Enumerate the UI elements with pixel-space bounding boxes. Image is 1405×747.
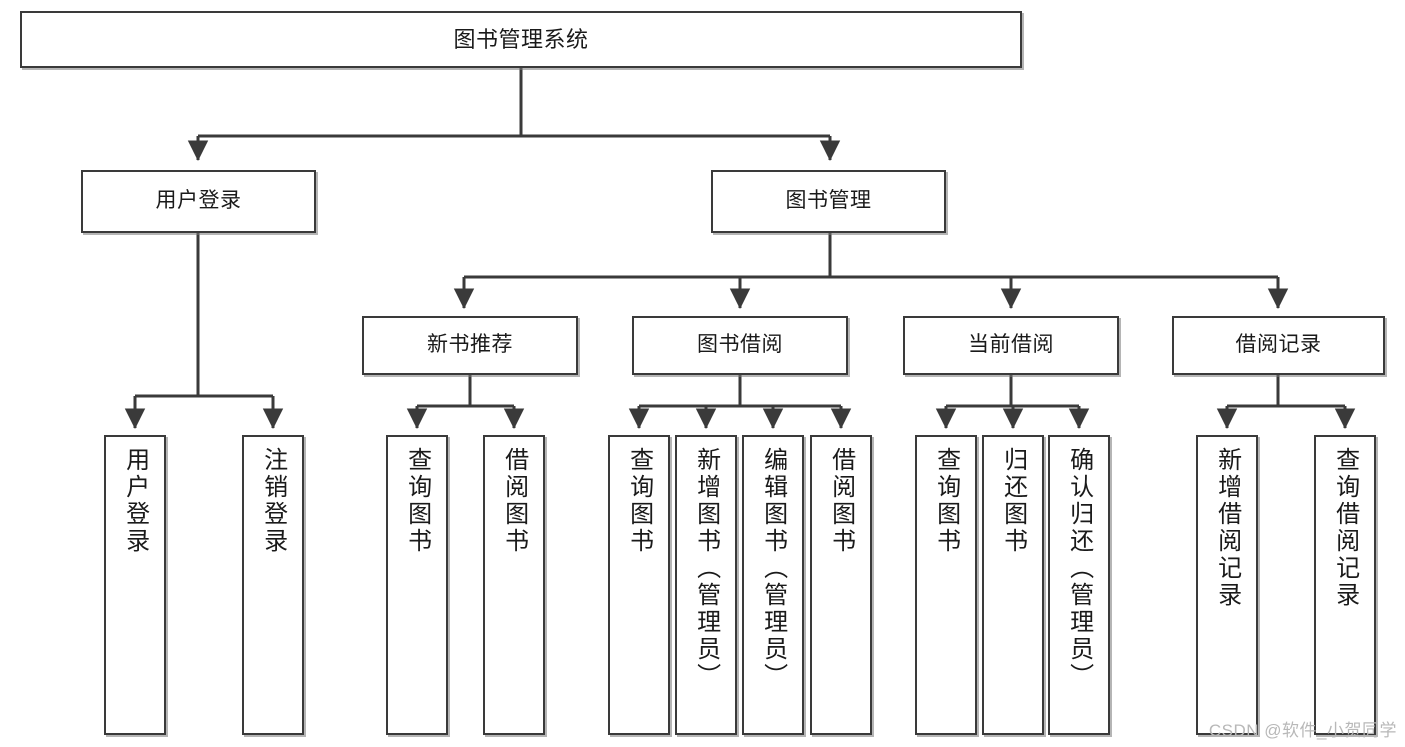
node-borrow-record[interactable]: 借阅记录 bbox=[1172, 316, 1385, 375]
node-leaf-borrow-book-bor[interactable]: 借阅图书 bbox=[810, 435, 872, 735]
node-root-label: 图书管理系统 bbox=[453, 26, 589, 52]
node-leaf-add-record[interactable]: 新增借阅记录 bbox=[1196, 435, 1258, 735]
node-root[interactable]: 图书管理系统 bbox=[20, 11, 1022, 68]
node-book-manage-label: 图书管理 bbox=[785, 189, 872, 213]
node-leaf-query-record-label: 查询借阅记录 bbox=[1331, 447, 1359, 609]
node-borrow-record-label: 借阅记录 bbox=[1235, 333, 1322, 357]
node-leaf-user-login[interactable]: 用户登录 bbox=[104, 435, 166, 735]
node-leaf-confirm-return-label: 确认归还（管理员） bbox=[1065, 447, 1093, 690]
node-leaf-edit-book-label: 编辑图书（管理员） bbox=[759, 447, 787, 690]
node-book-borrow-label: 图书借阅 bbox=[697, 333, 783, 357]
node-user-login[interactable]: 用户登录 bbox=[81, 170, 316, 233]
node-leaf-return-book[interactable]: 归还图书 bbox=[982, 435, 1044, 735]
node-leaf-add-record-label: 新增借阅记录 bbox=[1213, 447, 1241, 609]
node-new-book-recommend-label: 新书推荐 bbox=[427, 333, 513, 357]
watermark-text: CSDN @软件_小贺同学 bbox=[1208, 721, 1397, 740]
node-current-borrow-label: 当前借阅 bbox=[968, 333, 1054, 357]
node-leaf-query-book-rec[interactable]: 查询图书 bbox=[386, 435, 448, 735]
node-leaf-borrow-book-rec-label: 借阅图书 bbox=[500, 447, 528, 555]
node-leaf-borrow-book-bor-label: 借阅图书 bbox=[827, 447, 855, 555]
node-user-login-label: 用户登录 bbox=[155, 189, 242, 213]
node-leaf-add-book-label: 新增图书（管理员） bbox=[692, 447, 720, 690]
node-leaf-query-book-rec-label: 查询图书 bbox=[403, 447, 431, 555]
node-leaf-query-book-bor-label: 查询图书 bbox=[625, 447, 653, 555]
node-leaf-user-login-label: 用户登录 bbox=[121, 447, 149, 555]
node-leaf-borrow-book-rec[interactable]: 借阅图书 bbox=[483, 435, 545, 735]
node-leaf-user-logout[interactable]: 注销登录 bbox=[242, 435, 304, 735]
node-leaf-edit-book[interactable]: 编辑图书（管理员） bbox=[742, 435, 804, 735]
node-leaf-query-book-cur[interactable]: 查询图书 bbox=[915, 435, 977, 735]
node-leaf-query-record[interactable]: 查询借阅记录 bbox=[1314, 435, 1376, 735]
node-book-borrow[interactable]: 图书借阅 bbox=[632, 316, 848, 375]
node-leaf-query-book-cur-label: 查询图书 bbox=[932, 447, 960, 555]
node-leaf-query-book-bor[interactable]: 查询图书 bbox=[608, 435, 670, 735]
node-leaf-return-book-label: 归还图书 bbox=[999, 447, 1027, 555]
node-leaf-confirm-return[interactable]: 确认归还（管理员） bbox=[1048, 435, 1110, 735]
node-leaf-user-logout-label: 注销登录 bbox=[259, 447, 287, 555]
node-current-borrow[interactable]: 当前借阅 bbox=[903, 316, 1119, 375]
node-new-book-recommend[interactable]: 新书推荐 bbox=[362, 316, 578, 375]
node-leaf-add-book[interactable]: 新增图书（管理员） bbox=[675, 435, 737, 735]
node-book-manage[interactable]: 图书管理 bbox=[711, 170, 946, 233]
